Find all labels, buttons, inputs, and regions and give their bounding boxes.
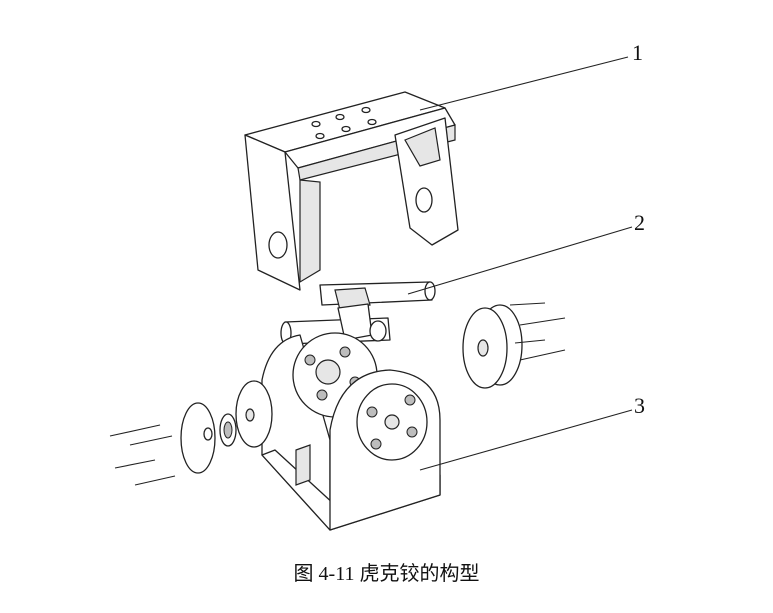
right-flange-assembly [462, 302, 566, 389]
cross-shaft [280, 281, 436, 345]
part-label-1: 1 [632, 40, 643, 65]
leader-lines [407, 56, 633, 471]
upper-u-bracket [244, 91, 459, 291]
part-label-3: 3 [634, 393, 645, 418]
figure-caption: 图 4-11 虎克铰的构型 [293, 563, 480, 585]
part-label-2: 2 [634, 210, 645, 235]
left-flange-assembly [109, 380, 273, 486]
lower-bracket [261, 332, 441, 531]
